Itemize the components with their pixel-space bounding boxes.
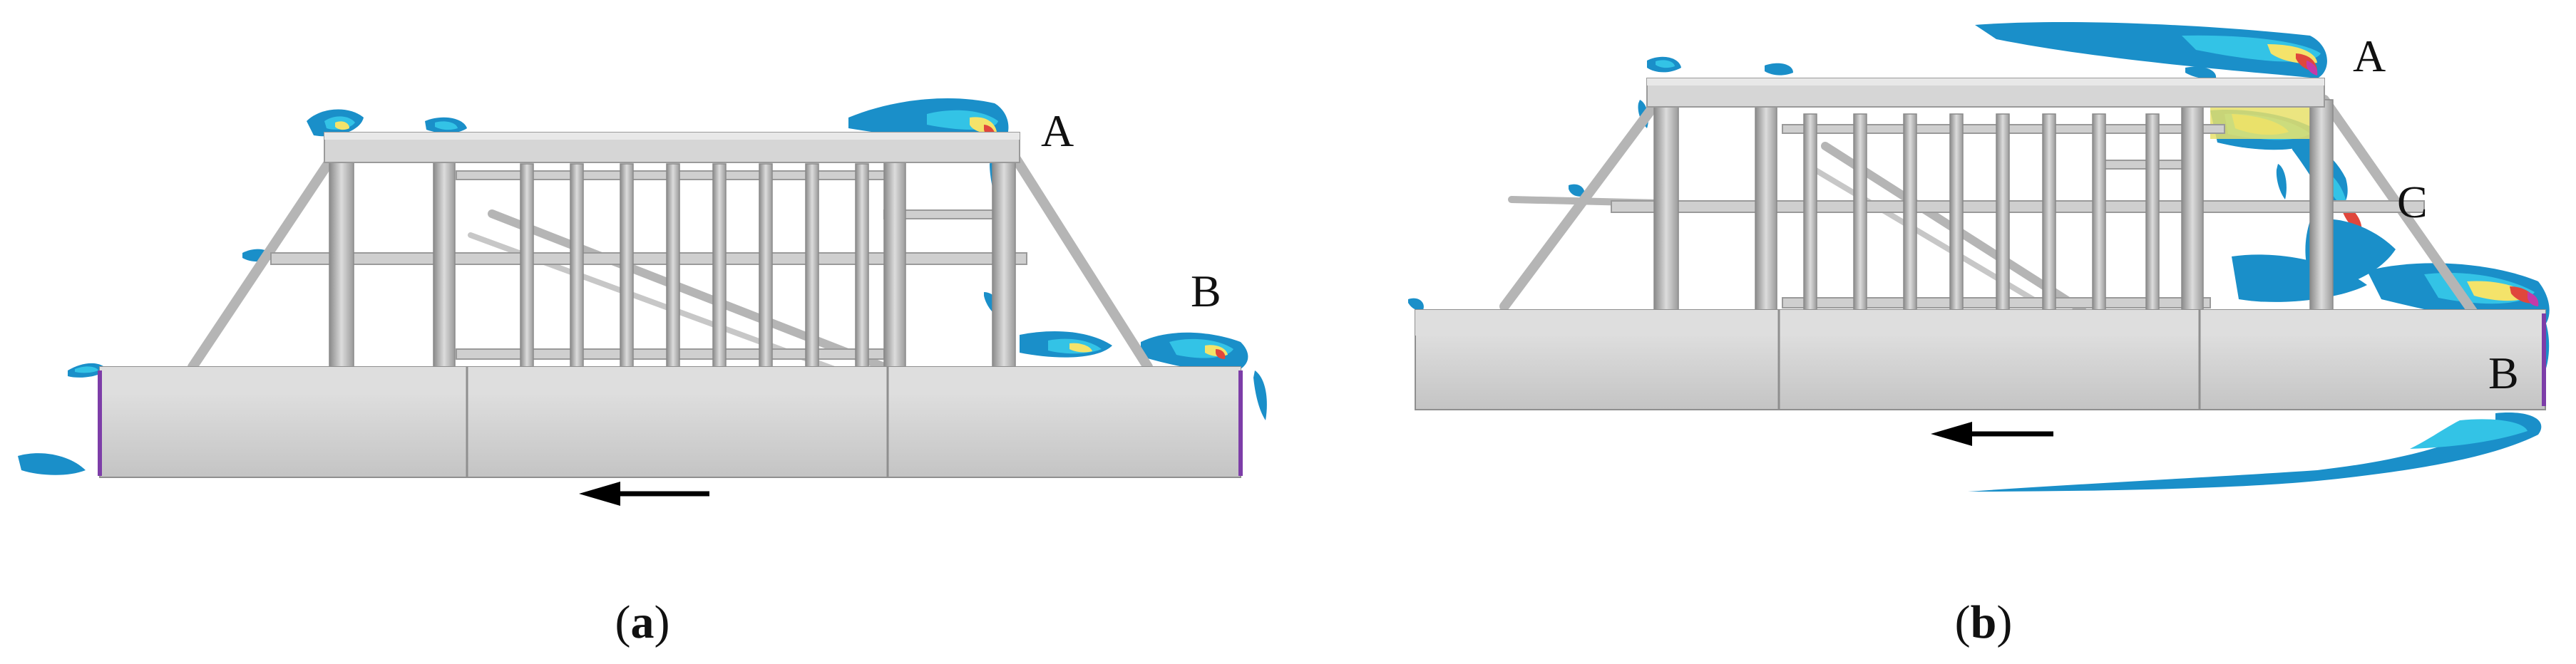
top-deck-b [1646,78,2325,108]
panel-caption-a: (a) [615,596,670,648]
point-label-a-A: A [1041,105,1074,156]
point-label-b-C: C [2397,177,2428,227]
truss-beams-a [270,170,1027,360]
truss-posts-a [329,152,1016,375]
point-label-b-B: B [2488,348,2519,398]
truss-posts-b [1653,99,2334,314]
movement-arrow-a [579,482,709,506]
movement-arrow-b [1931,422,2053,446]
point-label-b-A: A [2353,31,2386,81]
hull-b [1415,309,2546,410]
point-label-a-B: B [1191,266,1221,316]
panel-caption-b: (b) [1955,596,2013,648]
top-deck-a [324,132,1020,163]
hull-a [98,366,1243,478]
highlight-region-b [2210,107,2310,139]
panel-a: A B (a) [18,98,1267,648]
panel-b: A C B (b) [1408,21,2550,648]
